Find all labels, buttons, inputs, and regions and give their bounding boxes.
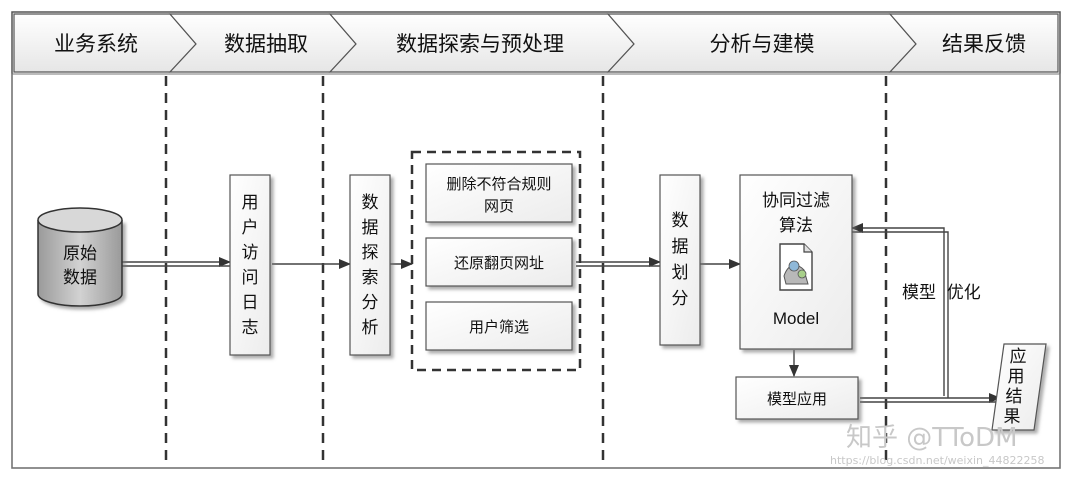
- delete-pages-line2: 网页: [484, 197, 514, 215]
- user-filter-box: [425, 301, 573, 351]
- watermark: 知乎 @TToDM https://blog.csdn.net/weixin_4…: [830, 423, 1045, 467]
- header-stage-5: [888, 13, 1059, 73]
- watermark-url: https://blog.csdn.net/weixin_44822258: [830, 454, 1045, 467]
- data-explore-box: 数 据 探 索 分 析: [349, 174, 391, 356]
- cf-title-line1: 协同过滤: [762, 191, 830, 211]
- delete-pages-line1: 删除不符合规则: [446, 175, 551, 193]
- header-bar: 业务系统 数据抽取 数据探索与预处理 分析与建模 结果反馈: [13, 13, 1059, 73]
- optimize-label: 模型 优化: [902, 283, 981, 303]
- data-explore-char-5: 分: [362, 293, 379, 313]
- model-label: Model: [773, 309, 819, 328]
- raw-data-label-line1: 原始: [63, 244, 97, 264]
- user-log-char-1: 用: [242, 193, 259, 213]
- preprocess-group-border: [410, 150, 582, 372]
- app-result-char-4: 果: [1004, 407, 1021, 427]
- data-explore-char-2: 据: [362, 218, 379, 238]
- cf-model-box: 协同过滤 算法 Model: [739, 174, 853, 350]
- user-log-char-2: 户: [242, 218, 259, 238]
- raw-data-cylinder: 原始 数据: [37, 207, 123, 307]
- header-label-4: 分析与建模: [710, 32, 815, 56]
- header-label-5: 结果反馈: [942, 32, 1026, 56]
- preprocess-group: 删除不符合规则 网页 还原翻页网址 用户筛选: [410, 150, 582, 372]
- app-result-char-1: 应: [1010, 347, 1027, 367]
- data-split-char-4: 分: [672, 289, 689, 309]
- cf-title-line2: 算法: [779, 216, 813, 236]
- user-log-char-4: 问: [242, 268, 259, 288]
- watermark-main: 知乎 @TToDM: [846, 423, 1018, 453]
- user-log-char-3: 访: [242, 243, 259, 263]
- header-label-2: 数据抽取: [224, 32, 308, 56]
- restore-urls-label: 还原翻页网址: [454, 254, 544, 272]
- header-label-1: 业务系统: [54, 32, 138, 56]
- restore-urls-box: [425, 237, 573, 287]
- app-result-char-3: 结: [1006, 387, 1023, 407]
- arrow-feedback-loop-shadow: [852, 231, 949, 398]
- delete-pages-box: [425, 163, 573, 223]
- connectors: [120, 223, 1001, 403]
- data-explore-char-1: 数: [362, 193, 379, 213]
- model-document-icon: [779, 243, 813, 291]
- data-split-char-2: 据: [672, 237, 689, 257]
- app-result-box: 应 用 结 果: [991, 343, 1047, 431]
- data-split-char-1: 数: [672, 211, 689, 231]
- user-log-char-6: 志: [242, 318, 259, 338]
- body-frame: [11, 73, 1061, 469]
- data-explore-char-6: 析: [362, 318, 379, 338]
- stage-dividers: [164, 76, 888, 466]
- data-explore-char-4: 索: [362, 268, 379, 288]
- app-result-char-2: 用: [1008, 367, 1025, 387]
- data-split-box: 数 据 划 分: [659, 174, 701, 346]
- model-apply-label: 模型应用: [767, 390, 827, 408]
- data-explore-char-3: 探: [362, 243, 379, 263]
- user-filter-label: 用户筛选: [469, 318, 529, 336]
- model-apply-box: 模型应用: [735, 376, 859, 420]
- raw-data-label-line2: 数据: [63, 268, 97, 288]
- user-log-char-5: 日: [242, 293, 259, 313]
- data-split-char-3: 划: [672, 263, 689, 283]
- user-log-box: 用 户 访 问 日 志: [229, 174, 271, 356]
- header-label-3: 数据探索与预处理: [396, 32, 564, 56]
- arrow-feedback-loop: [851, 223, 945, 396]
